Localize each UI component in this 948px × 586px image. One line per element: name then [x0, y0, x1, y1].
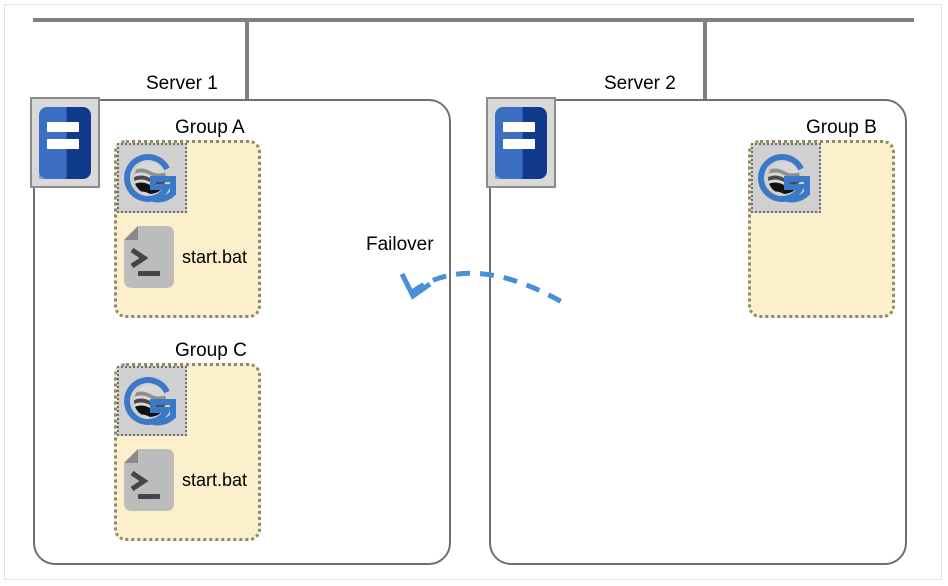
server-appliance-glyph — [495, 106, 547, 179]
groupC-script-row[interactable]: start.bat — [124, 449, 247, 511]
server-icon — [30, 97, 100, 188]
groupB-label: Group B — [806, 117, 877, 138]
server-icon — [486, 97, 556, 188]
script-file-label: start.bat — [182, 469, 248, 490]
server2-label: Server 2 — [604, 73, 676, 94]
bat-file-icon — [124, 226, 174, 288]
server2-dropline — [703, 18, 707, 101]
failover-label: Failover — [366, 234, 434, 255]
cluster-resource-icon[interactable] — [117, 366, 187, 436]
cluster-globe-g-glyph — [124, 154, 176, 203]
cluster-resource-icon[interactable] — [751, 143, 821, 213]
server-appliance-glyph — [39, 106, 91, 179]
server1-box — [33, 99, 451, 565]
groupC-label: Group C — [175, 340, 247, 361]
cluster-resource-icon[interactable] — [117, 143, 187, 213]
server1-label: Server 1 — [146, 73, 218, 94]
page-frame — [4, 4, 942, 580]
groupA-script-row[interactable]: start.bat — [124, 226, 247, 288]
failover-arrow-icon — [399, 270, 564, 305]
groupC-box — [114, 363, 261, 541]
script-file-label: start.bat — [182, 246, 248, 267]
groupA-label: Group A — [175, 117, 245, 138]
server1-dropline — [245, 18, 249, 101]
top-rail — [33, 18, 914, 22]
cluster-globe-g-glyph — [758, 154, 810, 203]
cluster-globe-g-glyph — [124, 377, 176, 426]
bat-file-icon — [124, 449, 174, 511]
server2-box — [489, 99, 907, 565]
